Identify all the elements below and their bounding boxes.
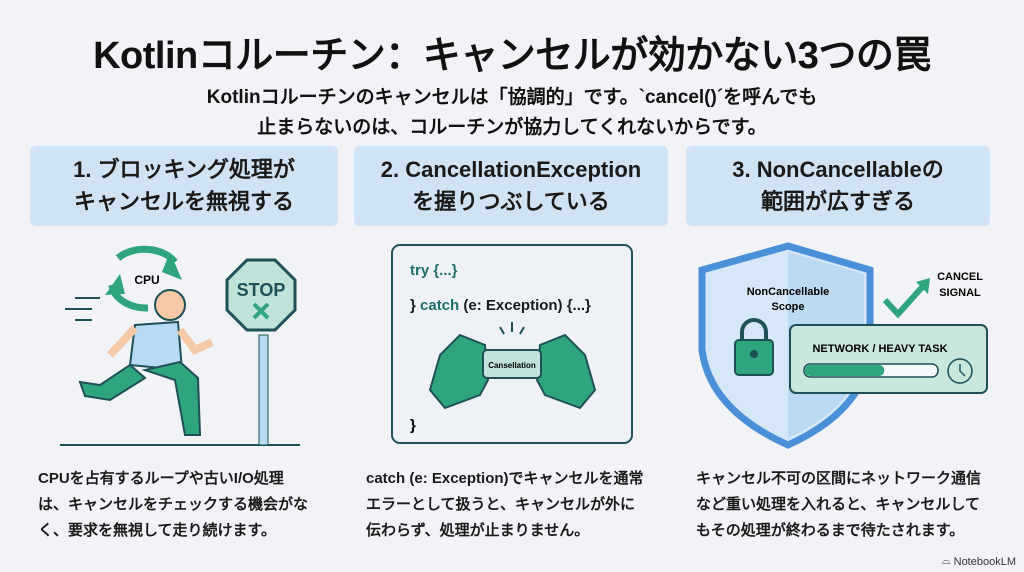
- brand-mark: ⌓NotebookLM: [942, 555, 1016, 568]
- runner-figure: [78, 289, 214, 436]
- desc-line: は、キャンセルをチェックする機会がな: [38, 496, 309, 513]
- stop-sign-icon: [225, 258, 297, 332]
- gloved-hands-icon: [428, 333, 597, 410]
- desc-line: く、要求を無視して走り続けます。: [38, 522, 277, 539]
- page-title: Kotlinコルーチン：キャンセルが効かない3つの罠: [93, 35, 931, 77]
- desc-line: catch (e: Exception)でキャンセルを通常: [366, 470, 644, 487]
- code-catch: } catch (e: Exception) {...}: [410, 297, 591, 314]
- heading-line: を握りつぶしている: [412, 189, 610, 214]
- lock-icon: [734, 318, 774, 376]
- blocking-runner-illustration: CPU STOP: [60, 245, 300, 446]
- squeeze-lines: [499, 322, 525, 335]
- code-close-brace: }: [410, 417, 416, 434]
- section-1-description: CPUを占有するループや古いI/O処理は、キャンセルをチェックする機会がなく、要…: [38, 466, 308, 544]
- x-icon: [252, 302, 270, 320]
- cancellation-card-label: Cansellation: [488, 361, 536, 370]
- task-label: NETWORK / HEAVY TASK: [812, 343, 947, 355]
- cancellation-card: [482, 349, 542, 379]
- heading-line: 3. NonCancellableの: [732, 157, 944, 182]
- stop-label: STOP: [237, 280, 286, 300]
- noncancellable-scope-illustration: NonCancellable Scope CANCEL SIGNAL NETWO…: [698, 242, 988, 449]
- section-2-description: catch (e: Exception)でキャンセルを通常エラーとして扱うと、キ…: [366, 466, 644, 544]
- shield-label-1: NonCancellable: [747, 286, 830, 298]
- desc-line: キャンセル不可の区間にネットワーク通信: [696, 470, 982, 487]
- desc-line: エラーとして扱うと、キャンセルが外に: [366, 496, 635, 513]
- code-try: try {...}: [410, 262, 458, 279]
- speed-lines: [65, 297, 100, 321]
- heading-line: 1. ブロッキング処理が: [73, 157, 295, 182]
- section-3-description: キャンセル不可の区間にネットワーク通信など重い処理を入れると、キャンセルしてもそ…: [696, 466, 981, 544]
- check-arrow-icon: [882, 281, 928, 319]
- heading-line: 2. CancellationException: [380, 157, 642, 182]
- section-2-heading: 2. CancellationException を握りつぶしている: [354, 146, 668, 226]
- brand-label: NotebookLM: [953, 555, 1016, 568]
- desc-line: など重い処理を入れると、キャンセルして: [696, 496, 980, 513]
- clock-icon: [947, 358, 973, 384]
- cpu-label: CPU: [134, 273, 159, 287]
- subtitle-line-1: Kotlinコルーチンのキャンセルは「協調的」です。`cancel()´を呼んで…: [206, 87, 818, 108]
- section-3-heading: 3. NonCancellableの範囲が広すぎる: [686, 146, 990, 226]
- subtitle-line-2: 止まらないのは、コルーチンが協力してくれないからです。: [257, 117, 767, 138]
- code-snippet-illustration: try {...} } catch (e: Exception) {...} C…: [391, 244, 633, 444]
- signal-label-1: CANCEL: [937, 271, 983, 283]
- section-1-heading: 1. ブロッキング処理がキャンセルを無視する: [30, 146, 338, 226]
- heading-line: キャンセルを無視する: [73, 189, 294, 214]
- desc-line: もその処理が終わるまで待たされます。: [696, 522, 965, 539]
- desc-line: CPUを占有するループや古いI/O処理: [38, 470, 284, 487]
- signal-label-2: SIGNAL: [939, 287, 981, 299]
- shield-label-2: Scope: [771, 301, 804, 313]
- heading-line: 範囲が広すぎる: [760, 189, 915, 214]
- task-progress-fill: [805, 365, 885, 376]
- desc-line: 伝わらず、処理が止まりません。: [366, 522, 590, 539]
- notebooklm-logo-icon: ⌓: [941, 555, 951, 567]
